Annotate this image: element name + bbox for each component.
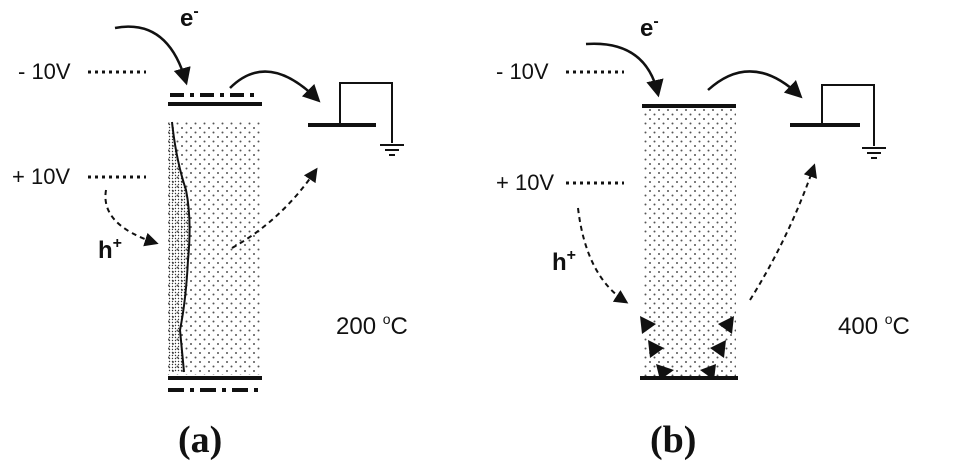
caption-a: (a) <box>178 419 222 461</box>
hole-in-arrow-b <box>577 207 629 304</box>
temperature-label-b: 400 oC <box>838 311 910 340</box>
trapped-charges-b <box>640 316 734 380</box>
top-voltage-label-a: - 10V <box>18 59 71 84</box>
hole-out-arrow-a <box>231 167 318 249</box>
temperature-label-a: 200 oC <box>336 311 408 340</box>
hole-label-a: h+ <box>98 235 122 264</box>
charge-triangle-3 <box>656 364 674 380</box>
mid-voltage-label-b: + 10V <box>496 170 554 195</box>
charge-triangle-4 <box>718 316 734 334</box>
panel-b: - 10V + 10V e- h+ 400 oC (b) <box>496 13 910 461</box>
electron-in-arrow-b <box>585 42 664 98</box>
electron-out-arrow-b <box>707 70 803 99</box>
hole-label-b: h+ <box>552 247 576 276</box>
hole-out-arrow-b <box>749 163 817 301</box>
depletion-boundary-a <box>171 121 191 373</box>
top-voltage-label-b: - 10V <box>496 59 549 84</box>
charge-triangle-1 <box>640 316 656 334</box>
ground-wire-b <box>821 84 875 146</box>
charge-triangle-5 <box>710 340 726 358</box>
electron-label-a: e- <box>180 3 199 32</box>
electron-in-arrow-a <box>114 25 191 86</box>
sample-body-b <box>642 108 736 378</box>
mid-voltage-label-a: + 10V <box>12 164 70 189</box>
panel-a: - 10V + 10V e- h+ 200 oC (a) <box>12 3 408 461</box>
ground-wire-a <box>339 82 393 143</box>
charge-triangle-6 <box>700 364 716 380</box>
caption-b: (b) <box>650 419 696 461</box>
electron-out-arrow-a <box>229 70 321 103</box>
charge-triangle-2 <box>648 340 664 358</box>
electron-label-b: e- <box>640 13 659 42</box>
